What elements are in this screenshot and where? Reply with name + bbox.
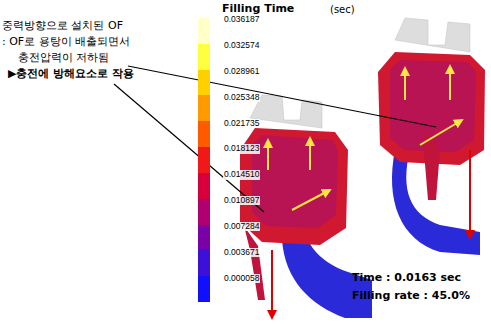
color-swatch bbox=[198, 199, 210, 225]
note-text: 중력방향으로 설치된 OF bbox=[2, 20, 123, 33]
color-swatch bbox=[198, 147, 210, 173]
left-casting bbox=[240, 95, 372, 318]
scale-value: 0.032574 bbox=[223, 41, 260, 50]
color-swatch bbox=[198, 44, 210, 70]
time-label: Time : 0.0163 sec bbox=[352, 272, 461, 285]
note-text: 충전압력이 저하됨 bbox=[18, 52, 110, 65]
scale-value: 0.021735 bbox=[223, 119, 260, 128]
scale-value: 0.018123 bbox=[223, 144, 260, 153]
scale-value: 0.028961 bbox=[223, 67, 260, 76]
scale-value: 0.000058 bbox=[223, 274, 260, 283]
color-swatch bbox=[198, 121, 210, 147]
legend-title: Filling Time bbox=[222, 3, 294, 16]
scale-value: 0.025348 bbox=[223, 93, 260, 102]
leader-line bbox=[114, 84, 264, 212]
unit-label: (sec) bbox=[330, 4, 355, 16]
leader-line bbox=[128, 66, 436, 127]
color-swatch bbox=[198, 250, 210, 276]
color-swatch bbox=[198, 95, 210, 121]
color-swatch bbox=[198, 70, 210, 96]
scale-value: 0.007284 bbox=[223, 222, 260, 231]
fill-rate-label: Filling rate : 45.0% bbox=[352, 290, 470, 303]
scale-value: 0.036187 bbox=[223, 15, 260, 24]
color-swatch bbox=[198, 276, 210, 302]
color-swatch bbox=[198, 173, 210, 199]
scale-value: 0.003671 bbox=[223, 248, 260, 257]
scale-value: 0.010897 bbox=[223, 196, 260, 205]
scale-value: 0.014510 bbox=[223, 170, 260, 179]
color-swatch bbox=[198, 225, 210, 251]
color-swatch bbox=[198, 18, 210, 44]
right-casting bbox=[378, 18, 485, 255]
note-text: : OF로 용탕이 배출되면서 bbox=[2, 36, 130, 49]
note-text: ▶충전에 방해요소로 작용 bbox=[8, 68, 134, 81]
